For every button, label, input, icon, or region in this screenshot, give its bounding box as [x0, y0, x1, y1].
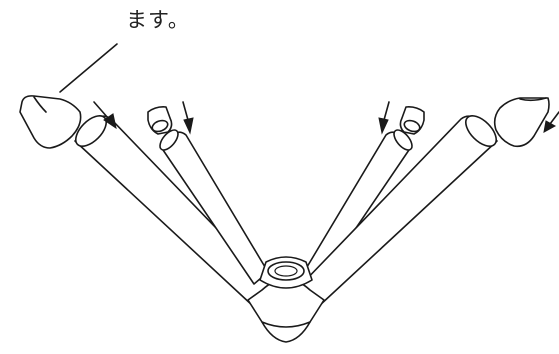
small-end-cap [147, 106, 173, 135]
center-connector [247, 256, 325, 343]
caption-text: ます。 [126, 8, 190, 32]
leader-line [59, 43, 118, 93]
large-end-cap [493, 97, 550, 148]
arrow-down-right [93, 101, 117, 130]
inner-left-tube [159, 129, 269, 285]
outer-right-tube [299, 115, 498, 307]
small-end-cap [399, 106, 425, 135]
arrow-down-left [378, 101, 390, 135]
large-end-cap [19, 95, 82, 149]
inner-right-tube [303, 129, 413, 285]
arrow-down-left [543, 111, 559, 133]
arrow-down-right [182, 101, 194, 135]
